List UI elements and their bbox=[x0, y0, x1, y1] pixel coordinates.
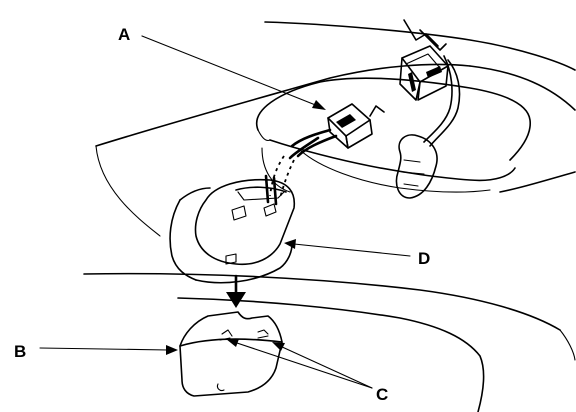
install-arrow bbox=[226, 274, 246, 308]
callout-b: B bbox=[14, 342, 26, 361]
headliner-panel bbox=[95, 21, 576, 237]
trim-panel bbox=[83, 272, 576, 412]
leader-lines bbox=[39, 35, 411, 389]
lamp-housing-d bbox=[169, 174, 296, 284]
callout-c: C bbox=[376, 385, 388, 404]
lens-b bbox=[179, 311, 283, 397]
connector-a bbox=[288, 103, 385, 160]
harness-grommet bbox=[395, 134, 438, 199]
roof-connector bbox=[399, 19, 461, 147]
console-recess bbox=[255, 77, 531, 193]
callout-d: D bbox=[418, 249, 430, 268]
callout-a: A bbox=[118, 25, 130, 44]
